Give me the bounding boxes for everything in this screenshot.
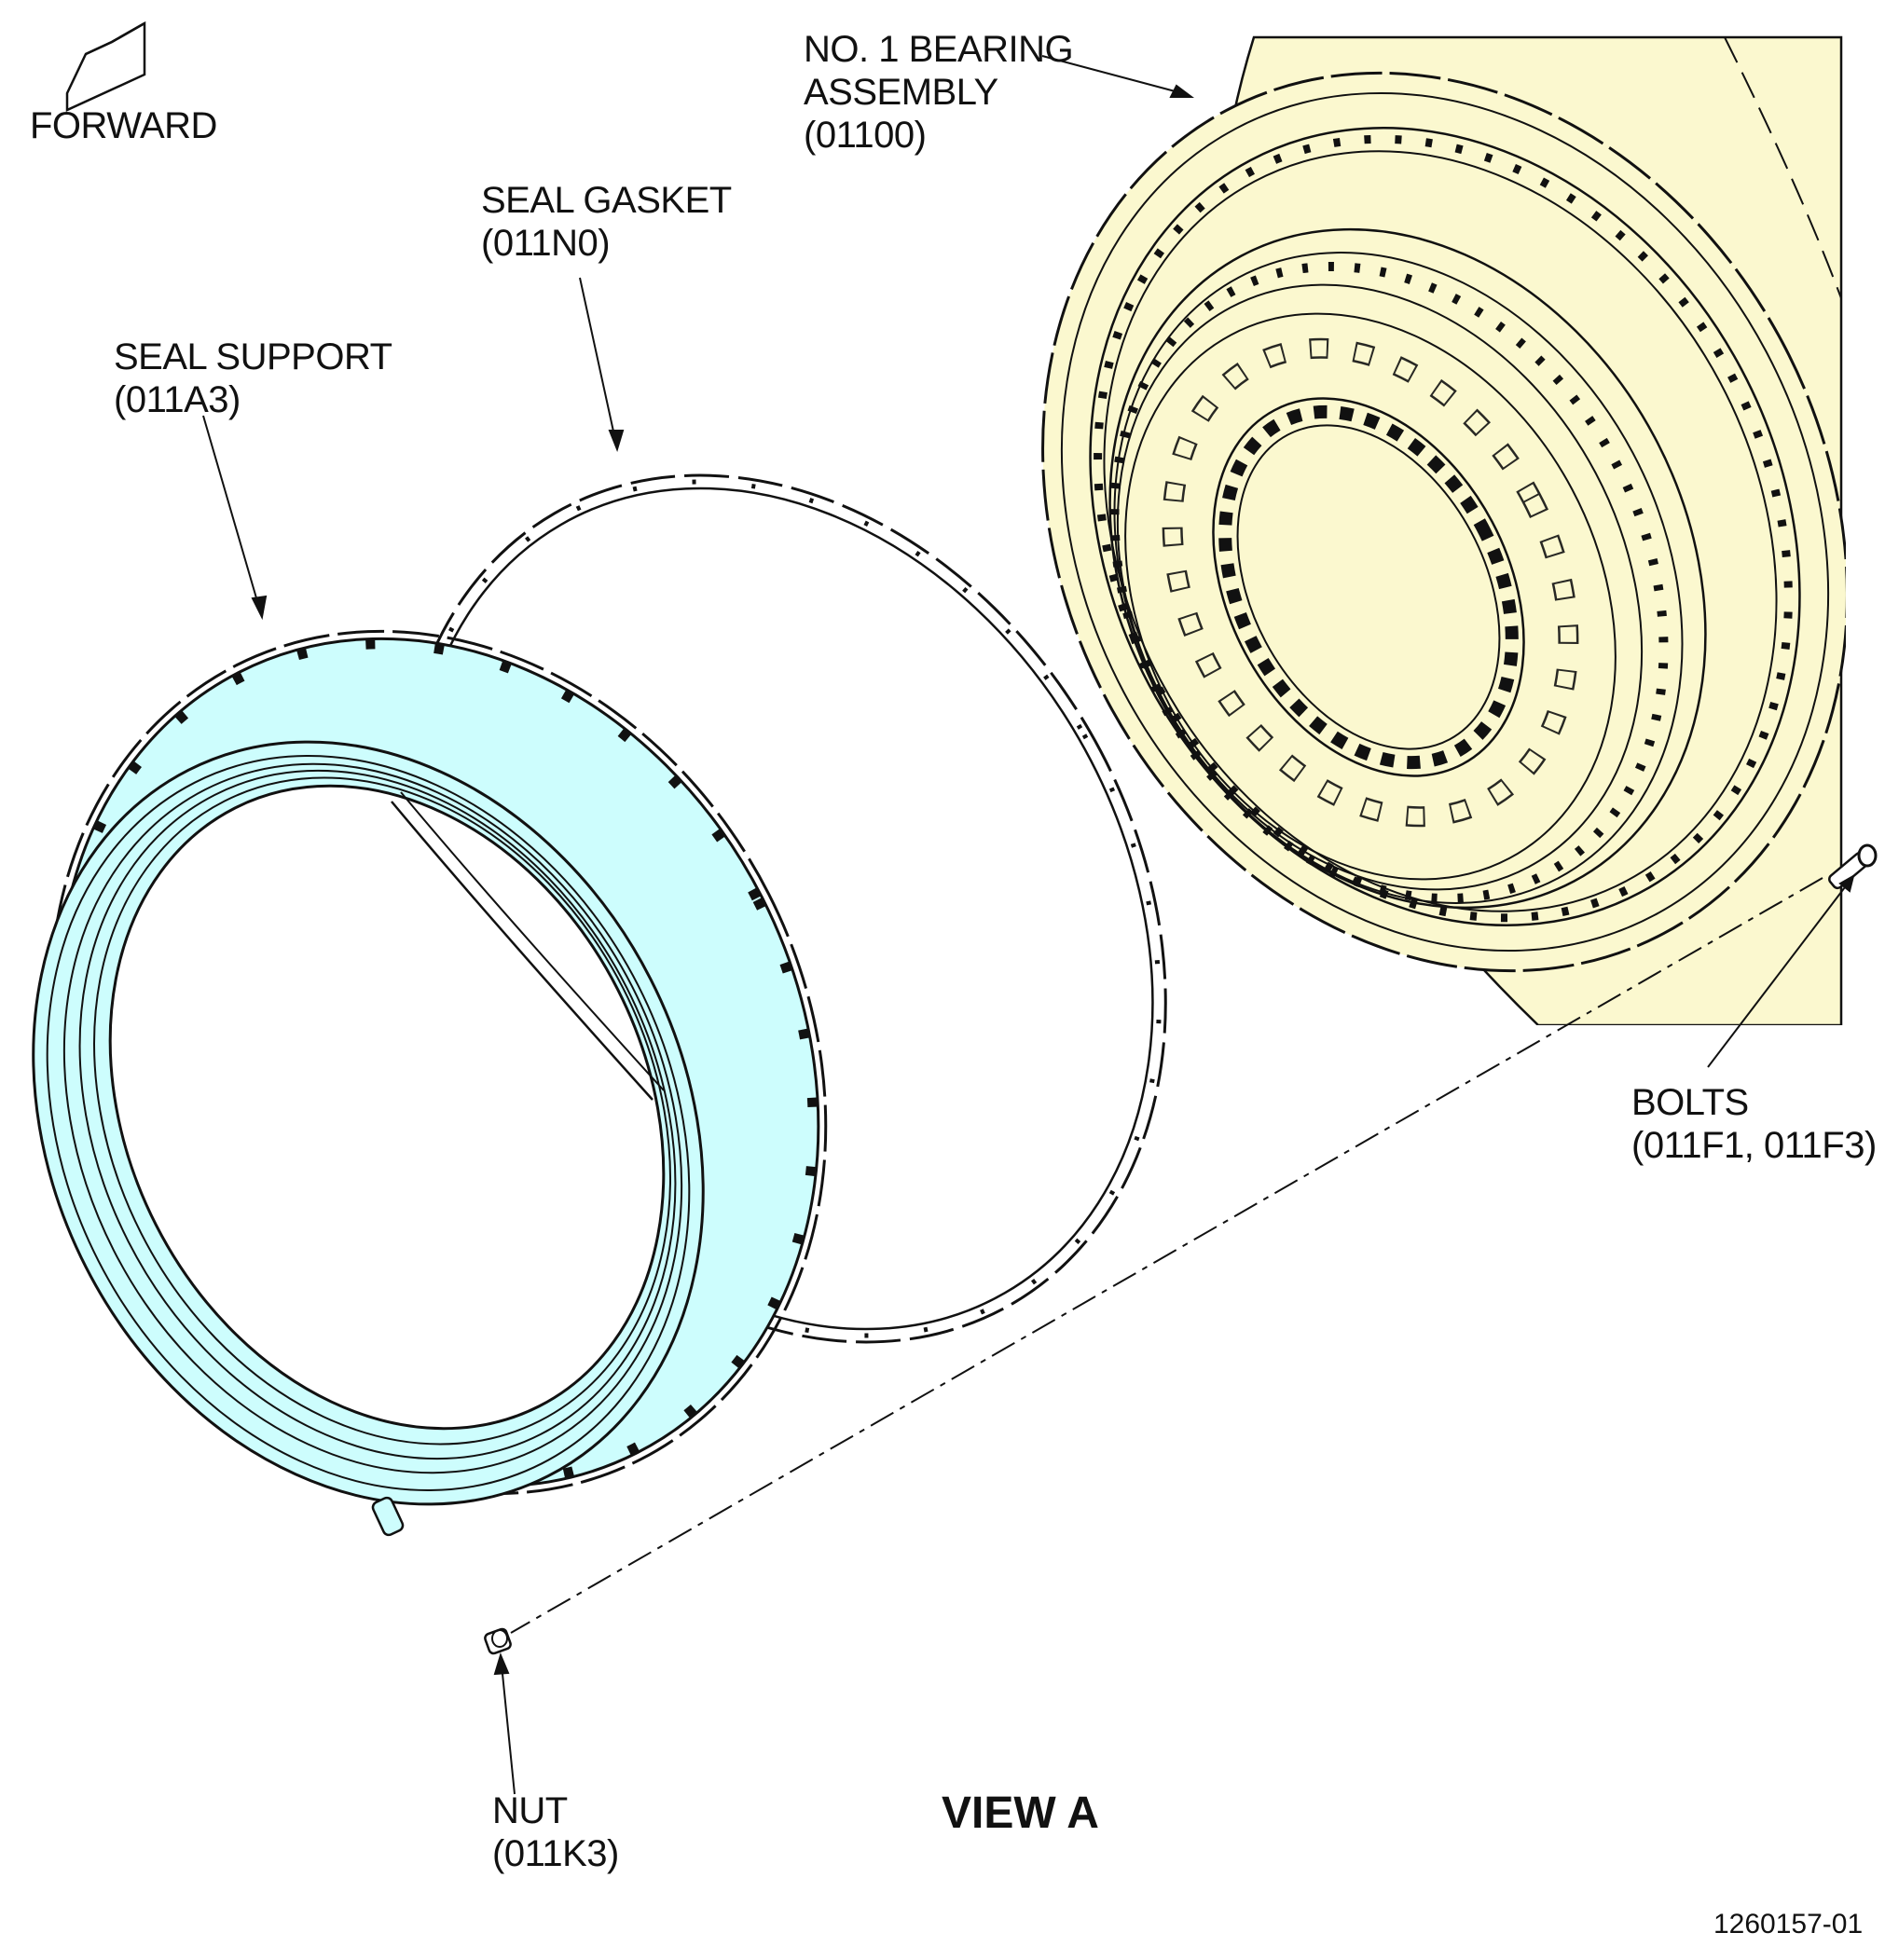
leader-lines: [202, 55, 1855, 1795]
bearing-assembly: [1041, 35, 1846, 1025]
figure-id: 1260157-01: [1713, 1909, 1864, 1939]
bearing-label-line3: (01100): [804, 115, 927, 156]
bearing-bolt-circle: [1094, 134, 1793, 923]
view-title: VIEW A: [942, 1789, 1099, 1838]
bearing-label-line2: ASSEMBLY: [804, 72, 998, 113]
support-label-line2: (011A3): [114, 379, 241, 420]
support-label-line1: SEAL SUPPORT: [114, 336, 392, 377]
bearing-tab-ring: [1109, 262, 1669, 903]
bolt-centerline: [510, 877, 1823, 1634]
gasket-label-line1: SEAL GASKET: [481, 180, 732, 221]
nut: [484, 1627, 512, 1655]
seal-support-opening: [108, 784, 666, 1431]
fitting-icon: [371, 1496, 405, 1537]
bearing-label-line1: NO. 1 BEARING: [804, 29, 1074, 70]
bolts-label-line1: BOLTS: [1631, 1082, 1749, 1123]
gasket-label-line2: (011N0): [481, 223, 611, 264]
forward-label: FORWARD: [30, 105, 217, 146]
forward-arrow-icon: [65, 21, 146, 112]
seal-support: [32, 629, 828, 1537]
bolt: [1828, 843, 1878, 890]
nut-label-line2: (011K3): [492, 1833, 619, 1874]
bolts-label-line2: (011F1, 011F3): [1631, 1125, 1877, 1166]
nut-label-line1: NUT: [492, 1790, 568, 1831]
